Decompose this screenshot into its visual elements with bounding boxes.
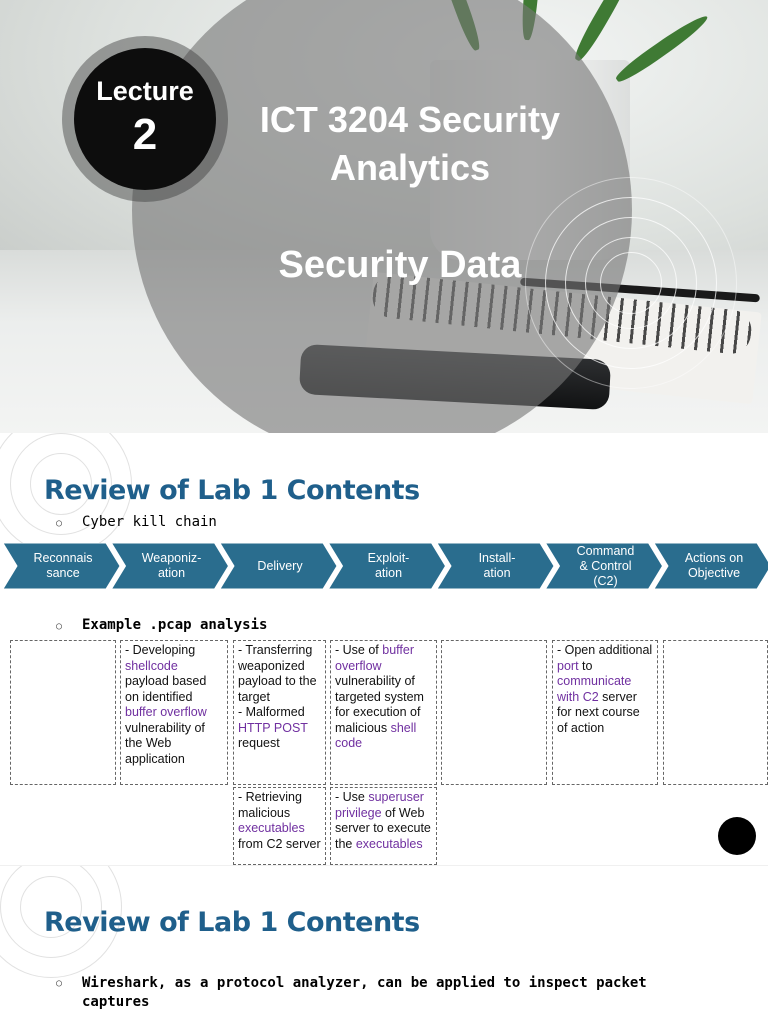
topic-title: Security Data xyxy=(278,244,522,286)
kill-chain-step xyxy=(436,543,555,590)
highlighted-term: communicate with C2 xyxy=(557,674,632,704)
highlighted-term: shell code xyxy=(335,720,417,751)
cell-text: of Web server to execute the xyxy=(335,805,431,851)
pcap-cell-installation xyxy=(441,640,547,785)
pcap-cell-delivery: - Transferring weaponized payload to the… xyxy=(233,640,326,785)
kill-chain-step-text: Install- xyxy=(478,551,516,565)
kill-chain-step-text: Weaponiz- xyxy=(141,551,202,565)
slide-marker-dot xyxy=(718,817,756,855)
kill-chain-step-text: ation xyxy=(483,566,511,580)
cell-text: - Retrieving malicious xyxy=(238,790,302,820)
slide-heading: Review of Lab 1 Contents xyxy=(44,907,420,938)
pcap-cell-actions xyxy=(663,640,768,785)
cell-text: to xyxy=(578,658,593,673)
cell-text: - Malformed xyxy=(238,705,305,719)
kill-chain-diagram xyxy=(2,543,768,590)
kill-chain-step-text: ation xyxy=(157,566,186,580)
bullet-text-line2: captures xyxy=(82,994,150,1010)
kill-chain-step xyxy=(2,543,121,590)
cell-text: vulnerability of the Web application xyxy=(125,720,205,766)
highlighted-term: executables xyxy=(238,821,305,835)
kill-chain-step-text: Delivery xyxy=(257,558,303,573)
kill-chain-step xyxy=(219,543,338,590)
cell-text: - Developing xyxy=(125,643,196,657)
kill-chain-step-text: sance xyxy=(46,566,80,580)
kill-chain-step-text: Objective xyxy=(687,566,741,580)
pcap-cell-exploitation-2: - Use superuser privilege of Web server … xyxy=(330,787,437,865)
title-slide: Lecture 2 ICT 3204 Security Analytics Se… xyxy=(0,0,768,433)
kill-chain-step xyxy=(110,543,230,590)
bullet-pcap: ○ Example .pcap analysis xyxy=(56,617,267,633)
cell-text: - Transferring weaponized payload to the… xyxy=(238,643,317,704)
kill-chain-step-text: Exploit- xyxy=(367,551,410,565)
kill-chain-step xyxy=(327,543,447,590)
highlighted-term: superuser privilege xyxy=(335,790,424,820)
lecture-label: Lecture xyxy=(96,76,194,106)
kill-chain-step xyxy=(544,543,664,590)
highlighted-term: buffer overflow xyxy=(125,705,207,719)
cell-text: server for next course of action xyxy=(557,689,640,735)
highlighted-term: shellcode xyxy=(125,658,178,673)
kill-chain-step xyxy=(653,543,768,590)
bullet-wireshark: ○ Wireshark, as a protocol analyzer, can… xyxy=(56,974,647,1012)
bullet-marker: ○ xyxy=(56,621,63,632)
cell-text: from C2 server xyxy=(238,836,321,851)
cell-text: - Open additional xyxy=(557,643,653,657)
ripple-decoration xyxy=(525,177,737,389)
cell-text: payload based on identified xyxy=(125,674,207,704)
pcap-cell-weaponization: - Developing shellcode payload based on … xyxy=(120,640,228,785)
kill-chain-step-label: Exploit-ation xyxy=(339,551,439,581)
kill-chain-step-label: Weaponiz-ation xyxy=(122,551,222,581)
kill-chain-step-text: (C2) xyxy=(593,573,618,588)
cell-text: request xyxy=(238,736,280,750)
kill-chain-step-text: Actions on xyxy=(684,551,744,565)
wireshark-slide: Review of Lab 1 Contents ○ Wireshark, as… xyxy=(0,865,768,1025)
pcap-cell-c2: - Open additional port to communicate wi… xyxy=(552,640,658,785)
kill-chain-step-text: Reconnais xyxy=(33,551,93,565)
kill-chain-slide: Review of Lab 1 Contents ○ Cyber kill cha… xyxy=(0,433,768,865)
slide-heading: Review of Lab 1 Contents xyxy=(44,475,420,506)
bullet-marker: ○ xyxy=(56,978,63,989)
bullet-kill-chain: ○ Cyber kill chain xyxy=(56,514,217,530)
bullet-text-line1: Wireshark, as a protocol analyzer, can b… xyxy=(82,975,647,991)
course-title-line2: Analytics xyxy=(329,147,491,188)
bullet-text: Wireshark, as a protocol analyzer, can b… xyxy=(82,974,647,1012)
pcap-cell-exploitation: - Use of buffer overflow vulnerability o… xyxy=(330,640,437,785)
kill-chain-step-label: Command& Control(C2) xyxy=(556,544,656,589)
course-title-line1: ICT 3204 Security xyxy=(259,99,561,140)
kill-chain-step-label: Install-ation xyxy=(447,551,547,581)
highlighted-term: buffer overflow xyxy=(335,643,414,673)
bullet-text: Cyber kill chain xyxy=(82,514,217,530)
kill-chain-step-text: ation xyxy=(374,566,403,580)
bullet-text: Example .pcap analysis xyxy=(82,617,268,633)
highlighted-term: executables xyxy=(355,836,423,851)
lecture-badge: Lecture 2 xyxy=(74,48,216,190)
bullet-marker: ○ xyxy=(56,518,63,529)
cell-text: vulnerability of targeted system for exe… xyxy=(335,674,424,735)
kill-chain-step-text: & Control xyxy=(579,558,632,573)
highlighted-term: port xyxy=(557,658,579,673)
kill-chain-step-label: Delivery xyxy=(230,559,330,574)
pcap-cell-recon xyxy=(10,640,116,785)
kill-chain-step-text: Command xyxy=(576,543,635,558)
course-title: ICT 3204 Security Analytics xyxy=(200,96,620,192)
highlighted-term: HTTP POST xyxy=(238,720,308,735)
lecture-number: 2 xyxy=(132,110,158,159)
pcap-cell-delivery-2: - Retrieving malicious executables from … xyxy=(233,787,326,865)
cell-text: - Use xyxy=(335,790,369,804)
cell-text: - Use of xyxy=(335,643,383,657)
